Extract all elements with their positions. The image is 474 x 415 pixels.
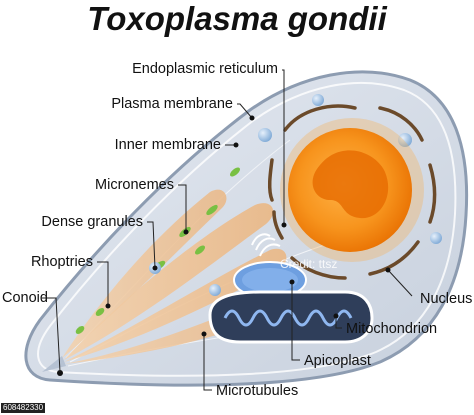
apicoplast (233, 261, 307, 299)
label-dense-granules: Dense granules (41, 214, 143, 230)
dense-granule (430, 232, 442, 244)
apicoplast-inner (242, 268, 298, 292)
leader-rhoptries (97, 261, 109, 306)
label-plasma-membrane: Plasma membrane (111, 96, 233, 112)
conoid (42, 356, 66, 376)
dense-granule (258, 128, 272, 142)
leader-microtubules (203, 334, 212, 391)
leader-micronemes (178, 184, 187, 232)
leader-dot (281, 222, 287, 228)
inner-membrane-shape (37, 82, 457, 377)
label-mitochondrion: Mitochondrion (346, 321, 437, 337)
nucleus (280, 118, 424, 262)
mitochondrion-outer (208, 290, 374, 344)
watermark-credit: Credit: ttsz (280, 257, 337, 271)
conoid-shape (42, 356, 66, 372)
dense-granule (312, 94, 324, 106)
nucleolus (312, 150, 389, 219)
image-id-badge: 608482330 (1, 403, 46, 413)
label-microtubules: Microtubules (216, 383, 298, 399)
leader-dot (105, 303, 111, 309)
leader-dot (201, 331, 207, 337)
leader-plasma-membrane (237, 103, 253, 119)
leader-lines (42, 69, 413, 391)
microneme (230, 167, 240, 177)
conoid-dot (57, 370, 63, 376)
label-rhoptries: Rhoptries (31, 254, 93, 270)
label-inner-membrane: Inner membrane (115, 137, 221, 153)
microneme (95, 308, 105, 316)
golgi (251, 233, 281, 257)
label-conoid: Conoid (2, 290, 48, 306)
leader-dot (333, 313, 339, 319)
label-micronemes: Micronemes (95, 177, 174, 193)
leader-dot (152, 265, 158, 271)
dense-granule (398, 133, 412, 147)
endoplasmic-reticulum (267, 104, 437, 280)
rhoptry (64, 203, 274, 360)
leader-dot (385, 267, 391, 273)
microneme (195, 245, 205, 255)
label-nucleus: Nucleus (420, 291, 472, 307)
dense-granules (149, 94, 442, 296)
leader-endoplasmic-reticulum (282, 69, 285, 225)
mitochondrion (208, 290, 374, 344)
leader-mitochondrion (335, 316, 342, 329)
leader-dense-granules (147, 221, 156, 269)
leader-dot (183, 229, 189, 235)
leader-conoid (42, 297, 61, 373)
label-apicoplast: Apicoplast (304, 353, 371, 369)
diagram-title: Toxoplasma gondii (87, 0, 387, 37)
leader-dot (249, 115, 255, 121)
label-endoplasmic-reticulum: Endoplasmic reticulum (132, 61, 278, 77)
leader-dot (289, 279, 295, 285)
microneme (75, 326, 85, 334)
leader-nucleus (387, 269, 413, 297)
leader-dot (233, 142, 239, 148)
dense-granule (209, 284, 221, 296)
rhoptry (64, 248, 287, 362)
mitochondrion-cristae (223, 309, 353, 327)
microneme (206, 204, 218, 216)
leader-apicoplast (291, 282, 300, 361)
labels: Endoplasmic reticulum Plasma membrane In… (2, 61, 472, 399)
